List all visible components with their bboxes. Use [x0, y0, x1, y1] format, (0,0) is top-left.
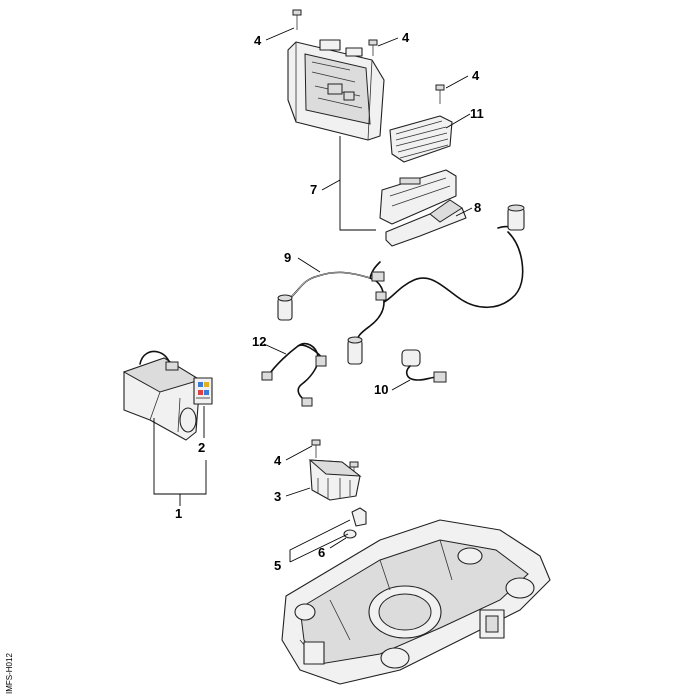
label-4-right: 4: [472, 68, 480, 83]
cable-12: [261, 342, 327, 407]
label-11: 11: [470, 106, 484, 121]
screw-top-mid: [368, 39, 378, 56]
bracket: [385, 199, 467, 247]
wiring-harness: [287, 225, 524, 347]
connector-block: [308, 459, 362, 501]
label-4-top-mid: 4: [402, 30, 410, 45]
housing-base: [281, 519, 551, 685]
control-housing: [287, 39, 385, 141]
sensor-right: [507, 204, 525, 231]
battery-module: [122, 350, 202, 441]
screw-right: [435, 84, 445, 104]
label-8: 8: [474, 200, 481, 215]
label-4-top-left: 4: [254, 33, 262, 48]
harness-plug: [371, 271, 387, 301]
sensor-left: [277, 294, 293, 321]
screw-lower-left: [311, 439, 321, 458]
label-7: 7: [310, 182, 317, 197]
label-12: 12: [252, 334, 266, 349]
label-5: 5: [274, 558, 281, 573]
circuit-board: [379, 169, 457, 225]
leader-lines: [153, 27, 473, 563]
label-9: 9: [284, 250, 291, 265]
label-10: 10: [374, 382, 388, 397]
label-1: 1: [175, 506, 182, 521]
label-4-lower: 4: [274, 453, 282, 468]
label-6: 6: [318, 545, 325, 560]
drawing-reference: IMFS-H012: [5, 653, 14, 694]
seal-part: [343, 507, 367, 539]
label-3: 3: [274, 489, 281, 504]
warning-labels: [193, 377, 213, 405]
cable-10: [401, 349, 447, 383]
screw-top-left: [292, 9, 302, 30]
sensor-center: [347, 336, 363, 365]
label-2: 2: [198, 440, 205, 455]
ribbon-connector: [389, 115, 453, 163]
